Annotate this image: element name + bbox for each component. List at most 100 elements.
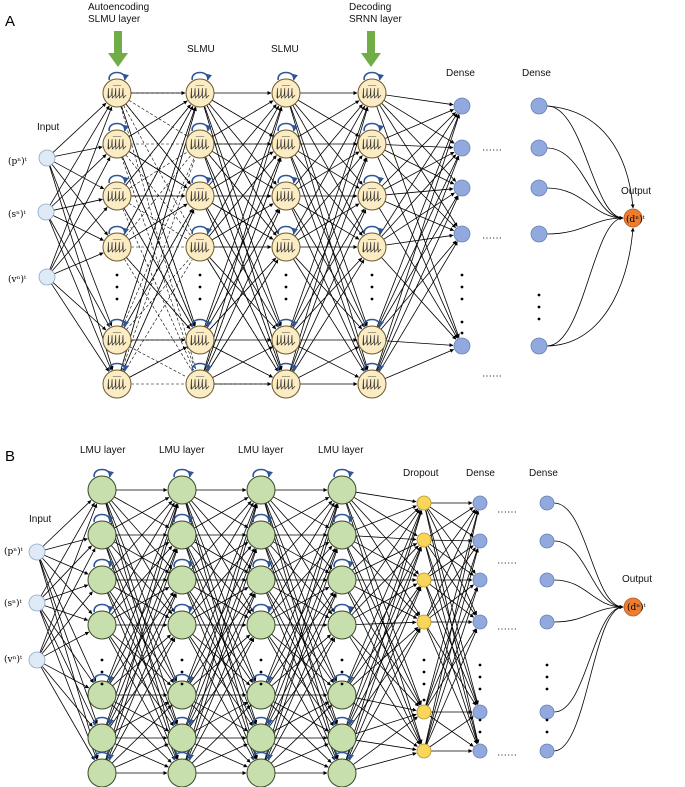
- layer-label-dropout: Dropout: [403, 468, 439, 479]
- edge-slmu-slmu-dashed: [122, 156, 195, 327]
- ellipsis-a-3: ⋯⋯: [482, 371, 502, 382]
- edge-input-slmu: [52, 282, 107, 331]
- panel-label-b: B: [5, 448, 15, 465]
- input-node: [38, 149, 56, 167]
- edge-slmu-slmu-dashed: [128, 151, 188, 189]
- edge-lmu-lmu: [268, 636, 334, 727]
- input-s-label-b: (sⁿ)ᵗ: [4, 598, 23, 609]
- dense-node: [472, 495, 488, 511]
- edge-lmu-dropout: [347, 547, 422, 726]
- edge-slmu-slmu-dashed: [206, 105, 279, 235]
- edge-dropout-dense: [425, 510, 480, 745]
- edge-slmu-slmu: [204, 106, 282, 327]
- edge-srnn-dense: [380, 240, 457, 330]
- edge-lmu-dropout: [349, 591, 421, 706]
- ellipsis-dot: [422, 682, 426, 686]
- edge-slmu-slmu-dashed: [129, 346, 187, 378]
- encoder-label-top: Autoencoding: [88, 2, 149, 13]
- edge-srnn-dense: [376, 114, 460, 328]
- edge-slmu-slmu-dashed: [121, 158, 196, 371]
- recurrent-loop-icon: [333, 603, 355, 613]
- edge-lmu-lmu: [186, 548, 258, 760]
- input-node: [38, 268, 56, 286]
- slmu-neuron: [357, 181, 387, 211]
- spike-glyph-icon: [276, 242, 296, 253]
- edge-dropout-dense: [427, 509, 476, 575]
- recurrent-loop-icon: [252, 558, 274, 568]
- dense-node: [539, 704, 555, 720]
- lmu-neuron: [167, 565, 197, 595]
- spike-glyph-icon: [362, 335, 382, 346]
- edge-slmu-slmu-dashed: [121, 107, 196, 327]
- edge-input-slmu: [50, 156, 111, 271]
- ellipsis-dot: [115, 273, 119, 277]
- dropout-node: [416, 572, 432, 588]
- edge-slmu-slmu: [211, 100, 274, 138]
- edge-slmu-slmu: [206, 207, 279, 328]
- edge-input-lmu: [39, 559, 97, 682]
- spike-glyph-icon: [276, 379, 296, 390]
- ellipsis-b-3: ⋯⋯: [497, 624, 517, 635]
- dense-node: [472, 614, 488, 630]
- recurrent-loop-icon: [277, 71, 299, 81]
- spike-glyph-icon: [276, 191, 296, 202]
- edge-slmu-srnn: [291, 157, 367, 328]
- edge-lmu-lmu: [270, 545, 333, 615]
- spike-glyph-icon: [276, 335, 296, 346]
- input-node: [28, 651, 46, 669]
- recurrent-loop-icon: [173, 468, 195, 478]
- lmu-neuron: [246, 758, 276, 787]
- ellipsis-dot: [100, 670, 104, 674]
- edge-srnn-dense: [381, 154, 457, 237]
- recurrent-loop-icon: [108, 71, 130, 81]
- edge-slmu-slmu: [211, 150, 274, 189]
- edge-lmu-lmu: [273, 743, 329, 768]
- edge-dropout-dense: [430, 538, 473, 543]
- dropout-node: [416, 704, 432, 720]
- edge-slmu-slmu-dashed: [124, 259, 193, 373]
- ellipsis-dot: [422, 698, 426, 702]
- edge-slmu-srnn: [297, 203, 360, 241]
- ellipsis-dot: [259, 658, 263, 662]
- ellipsis-dot: [198, 297, 202, 301]
- slmu-neuron: [102, 232, 132, 262]
- edge-srnn-dense: [384, 151, 455, 190]
- edge-slmu-slmu: [205, 209, 281, 372]
- ellipsis-dot: [100, 682, 104, 686]
- ellipsis-dot: [115, 285, 119, 289]
- edge-input-lmu: [43, 631, 90, 657]
- recurrent-loop-icon: [191, 362, 213, 372]
- ellipsis-dot: [370, 273, 374, 277]
- panel-label-a: A: [5, 13, 15, 30]
- edge-slmu-slmu-dashed: [128, 100, 188, 137]
- edge-lmu-lmu: [267, 592, 336, 726]
- edge-slmu-slmu-dashed: [126, 257, 191, 329]
- dense-node: [530, 225, 548, 243]
- edge-lmu-lmu: [187, 592, 255, 725]
- encoder-label-bottom: SLMU layer: [88, 14, 141, 25]
- recurrent-loop-icon: [277, 225, 299, 235]
- edge-srnn-dense: [378, 241, 458, 373]
- edge-lmu-lmu: [185, 504, 258, 760]
- edge-input-slmu: [51, 164, 109, 236]
- edge-dense-output: [553, 502, 624, 609]
- edge-slmu-slmu-dashed: [211, 202, 274, 240]
- dense-node: [453, 225, 471, 243]
- layer-label-dense-b2: Dense: [529, 468, 558, 479]
- edge-lmu-lmu: [107, 593, 176, 726]
- edge-slmu-slmu: [209, 257, 277, 330]
- edge-lmu-lmu: [268, 636, 334, 727]
- edge-lmu-lmu: [191, 705, 251, 764]
- edge-input-slmu: [49, 165, 114, 371]
- recurrent-loop-icon: [252, 603, 274, 613]
- input-label-b: Input: [29, 514, 51, 525]
- spike-glyph-icon: [107, 139, 127, 150]
- recurrent-loop-icon: [252, 468, 274, 478]
- edge-slmu-srnn: [297, 99, 360, 137]
- ellipsis-dot: [115, 297, 119, 301]
- dense-node: [472, 572, 488, 588]
- layer-label-slmu-2: SLMU: [271, 44, 299, 55]
- recurrent-loop-icon: [191, 318, 213, 328]
- dense-node: [530, 97, 548, 115]
- lmu-neuron: [87, 610, 117, 640]
